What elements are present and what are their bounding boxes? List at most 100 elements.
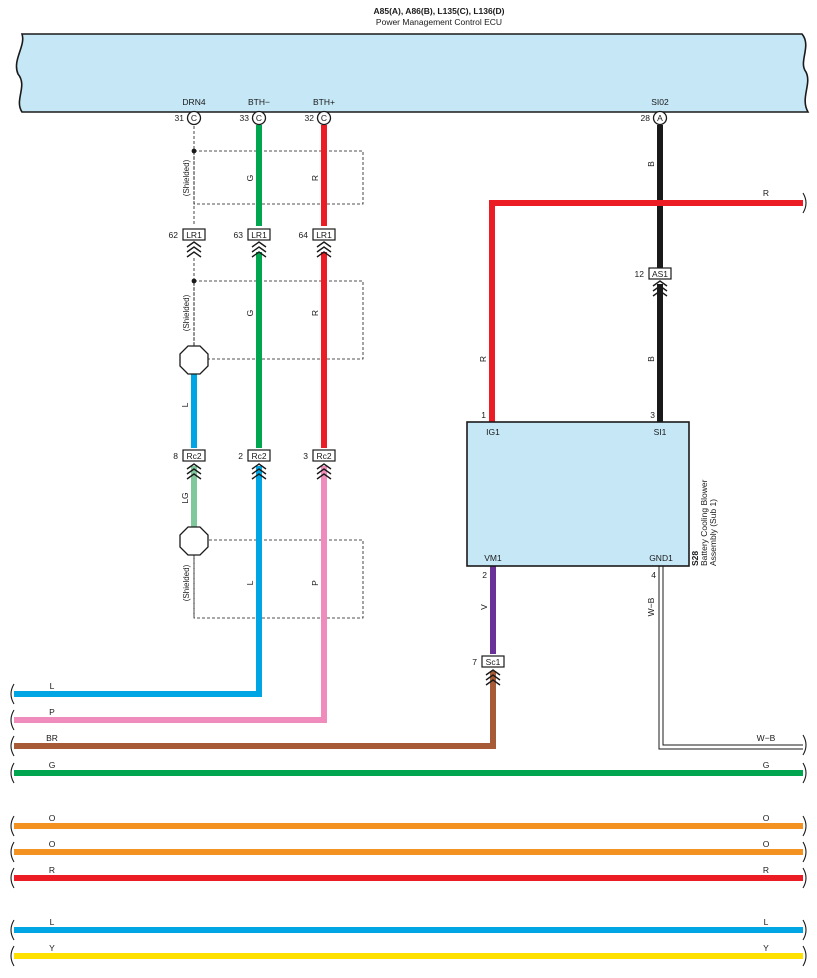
svg-text:Sc1: Sc1	[486, 657, 501, 667]
svg-text:2: 2	[238, 451, 243, 461]
bus-label-right: O	[763, 839, 770, 849]
wire-code-r-middle: R	[310, 310, 320, 316]
blower-id: S28	[690, 551, 700, 566]
connector-lr1-62: LR1 62	[169, 228, 206, 258]
bus-label-left: L	[50, 917, 55, 927]
bus-label-right: Y	[763, 943, 769, 953]
connector-sc1-7: Sc1 7	[472, 655, 505, 686]
svg-text:Rc2: Rc2	[316, 451, 331, 461]
bus-label-left: P	[49, 707, 55, 717]
ecu-pin-32: C 32	[305, 110, 332, 126]
wire-code-b-upper: B	[646, 161, 656, 167]
ecu-pin-31: C 31	[175, 110, 202, 126]
blower-name-line2: Assembly (Sub 1)	[708, 499, 718, 566]
connector-rc2-2: Rc2 2	[238, 449, 271, 480]
bus-label-right: O	[763, 813, 770, 823]
shielded-label-lower: (Shielded)	[182, 564, 191, 601]
svg-text:63: 63	[234, 230, 244, 240]
wire-code-l-middle: L	[180, 402, 190, 407]
wire-br-bus	[14, 671, 496, 749]
wire-code-r-branch: R	[763, 188, 769, 198]
blower-assembly-s28: 1 IG1 3 SI1 VM1 2 GND1 4 S28 Battery Coo…	[466, 410, 718, 580]
ecu-pin-number: 28	[641, 113, 651, 123]
wire-p-bus	[14, 466, 327, 723]
blower-pin-vm1-num: 2	[482, 570, 487, 580]
svg-text:64: 64	[299, 230, 309, 240]
ecu-pin-28: A 28	[641, 110, 668, 126]
blower-pin-gnd1-num: 4	[651, 570, 656, 580]
svg-text:LR1: LR1	[316, 230, 332, 240]
wire-r-ig1	[489, 200, 803, 422]
svg-text:AS1: AS1	[652, 269, 668, 279]
ecu-pin-name-bth-minus: BTH−	[248, 97, 270, 107]
bus-wires	[14, 466, 803, 959]
ecu-name: Power Management Control ECU	[376, 17, 502, 27]
shield-box-lower	[193, 539, 364, 619]
svg-text:7: 7	[472, 657, 477, 667]
wire-l-bus	[14, 466, 262, 697]
ecu-pin-name-drn4: DRN4	[182, 97, 205, 107]
wire-code-r-upper: R	[310, 175, 320, 181]
blower-pin-gnd1-name: GND1	[649, 553, 673, 563]
blower-pin-ig1-num: 1	[481, 410, 486, 420]
ecu-pin-33: C 33	[240, 110, 267, 126]
ecu-pin-letter: C	[256, 113, 262, 123]
connector-lr1-64: LR1 64	[299, 228, 336, 258]
svg-text:62: 62	[169, 230, 179, 240]
ecu-pin-number: 31	[175, 113, 185, 123]
ecu-box: A85(A), A86(B), L135(C), L136(D) Power M…	[15, 6, 810, 113]
svg-text:LR1: LR1	[186, 230, 202, 240]
connector-rc2-3: Rc2 3	[303, 449, 336, 480]
wire-code-l-lower: L	[245, 580, 255, 585]
ecu-pin-number: 33	[240, 113, 250, 123]
shielded-label-upper: (Shielded)	[182, 159, 191, 196]
wire-code-g-upper: G	[245, 175, 255, 182]
blower-pin-vm1-name: VM1	[484, 553, 502, 563]
shield-splice-octagon-lower	[179, 526, 209, 556]
shield-boxes	[193, 126, 364, 619]
ecu-connectors-title: A85(A), A86(B), L135(C), L136(D)	[374, 6, 505, 16]
wire-code-g-middle: G	[245, 310, 255, 317]
ecu-pin-letter: C	[321, 113, 327, 123]
bus-label-left: R	[49, 865, 55, 875]
shield-box-middle	[193, 280, 364, 360]
svg-text:8: 8	[173, 451, 178, 461]
shielded-label-middle: (Shielded)	[182, 294, 191, 331]
bus-label-right: G	[763, 760, 770, 770]
bus-label-left: Y	[49, 943, 55, 953]
ecu-pin-letter: C	[191, 113, 197, 123]
shield-splice-octagon-upper	[179, 345, 209, 375]
wire-code-p-lower: P	[310, 580, 320, 586]
blower-pin-si1-num: 3	[650, 410, 655, 420]
bus-label-left: BR	[46, 733, 58, 743]
bus-label-left: O	[49, 839, 56, 849]
connector-as1-12: AS1 12	[635, 267, 672, 297]
wire-code-lg: LG	[180, 492, 190, 503]
bus-label-left: O	[49, 813, 56, 823]
ecu-pin-number: 32	[305, 113, 315, 123]
wire-code-wb-gnd: W−B	[646, 597, 656, 616]
connector-lr1-63: LR1 63	[234, 228, 271, 258]
wire-code-labels: G R G R B B R L LG L P V W−B R	[180, 161, 769, 616]
svg-text:Rc2: Rc2	[186, 451, 201, 461]
blower-name-line1: Battery Cooling Blower	[699, 479, 709, 566]
shield-box-upper	[193, 150, 364, 205]
svg-text:3: 3	[303, 451, 308, 461]
connector-rc2-8: Rc2 8	[173, 449, 206, 480]
bus-label-left: G	[49, 760, 56, 770]
blower-pin-ig1-name: IG1	[486, 427, 500, 437]
blower-pin-si1-name: SI1	[654, 427, 667, 437]
wire-code-v-vm1: V	[479, 604, 489, 610]
bus-label-right: L	[764, 917, 769, 927]
bus-wrap-brackets	[10, 192, 807, 967]
bus-label-left: L	[50, 681, 55, 691]
shield-junction-dot	[191, 278, 197, 284]
wire-code-b-lower: B	[646, 356, 656, 362]
bus-label-right: R	[763, 865, 769, 875]
bus-labels: L P BR G G O O O O R R L L Y Y W−B	[46, 681, 776, 953]
shield-junction-dot	[191, 148, 197, 154]
ecu-pin-name-bth-plus: BTH+	[313, 97, 335, 107]
ecu-pin-name-si02: SI02	[651, 97, 669, 107]
ecu-pin-letter: A	[657, 113, 663, 123]
